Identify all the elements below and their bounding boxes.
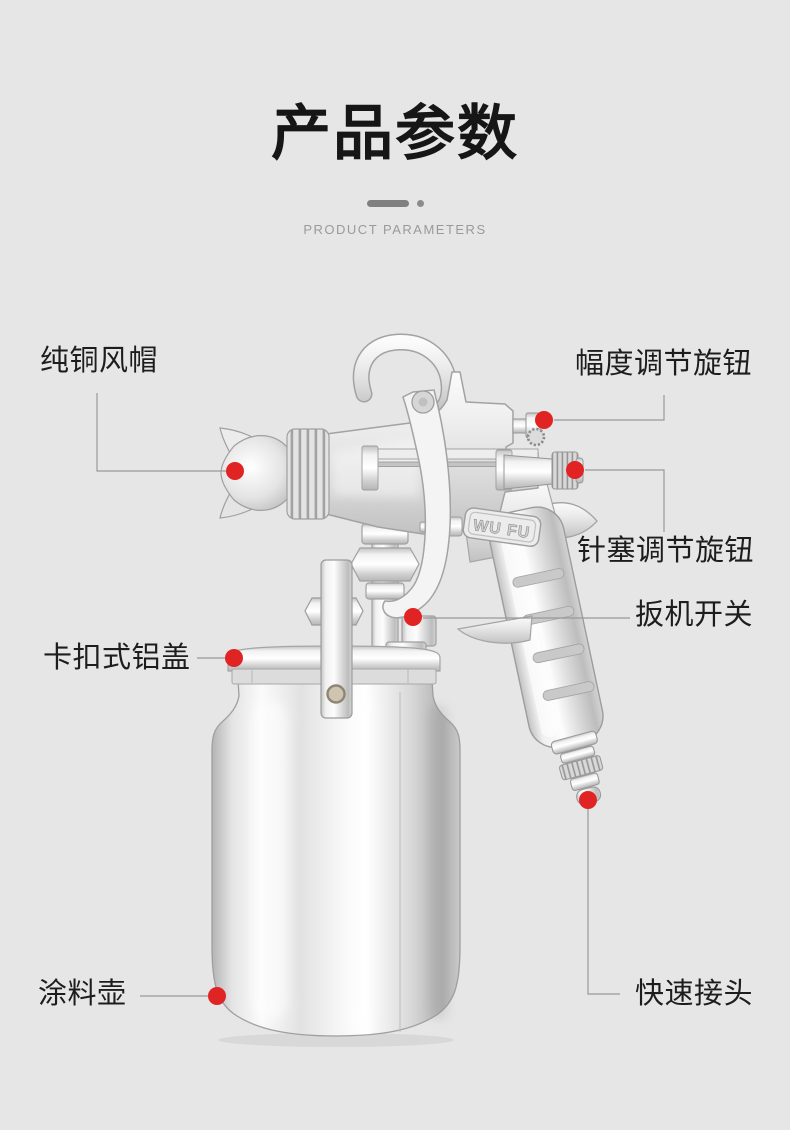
handle-front-spur [456, 615, 533, 644]
page-subtitle: PRODUCT PARAMETERS [303, 222, 487, 237]
grip-grooves [512, 568, 595, 701]
air-cap-ring [286, 428, 330, 520]
divider-bar [366, 200, 409, 207]
page-title: 产品参数 [271, 100, 519, 167]
dot-air-cap [226, 462, 244, 480]
cup-body [211, 679, 461, 1037]
callout-label-cup: 涂料壶 [38, 978, 127, 1010]
trigger [382, 389, 452, 619]
callout-label-trigger: 扳机开关 [635, 599, 754, 631]
title-divider [0, 200, 790, 207]
callout-label-needle-knob: 针塞调节旋钮 [577, 535, 755, 567]
dot-trigger [404, 608, 422, 626]
air-cap-dome [220, 435, 300, 511]
dot-pattern-knob [535, 411, 553, 429]
callout-label-lid: 卡扣式铝盖 [43, 642, 191, 674]
dot-lid [225, 649, 243, 667]
air-cap [219, 427, 330, 520]
leader-air-cap [96, 393, 226, 472]
dot-connector [579, 791, 597, 809]
leader-needle-knob [585, 469, 665, 532]
divider-dot [416, 200, 424, 207]
callout-dots [208, 411, 597, 1005]
clamp-screw [326, 684, 346, 704]
callout-label-air-cap: 纯铜风帽 [40, 345, 159, 377]
callout-label-pattern-knob: 幅度调节旋钮 [575, 348, 753, 380]
brand-plate: WU FU [462, 507, 542, 547]
leader-pattern-knob [554, 395, 665, 421]
needle-adjust-knob [503, 451, 584, 490]
leader-connector [587, 809, 620, 995]
lid-clamp-lever [304, 559, 364, 719]
dot-cup [208, 987, 226, 1005]
dot-needle-knob [566, 461, 584, 479]
callout-label-connector: 快速接头 [635, 978, 754, 1010]
leader-lines [96, 393, 665, 997]
paint-cup [211, 559, 461, 1047]
page-header: 产品参数 PRODUCT PARAMETERS [0, 0, 790, 238]
